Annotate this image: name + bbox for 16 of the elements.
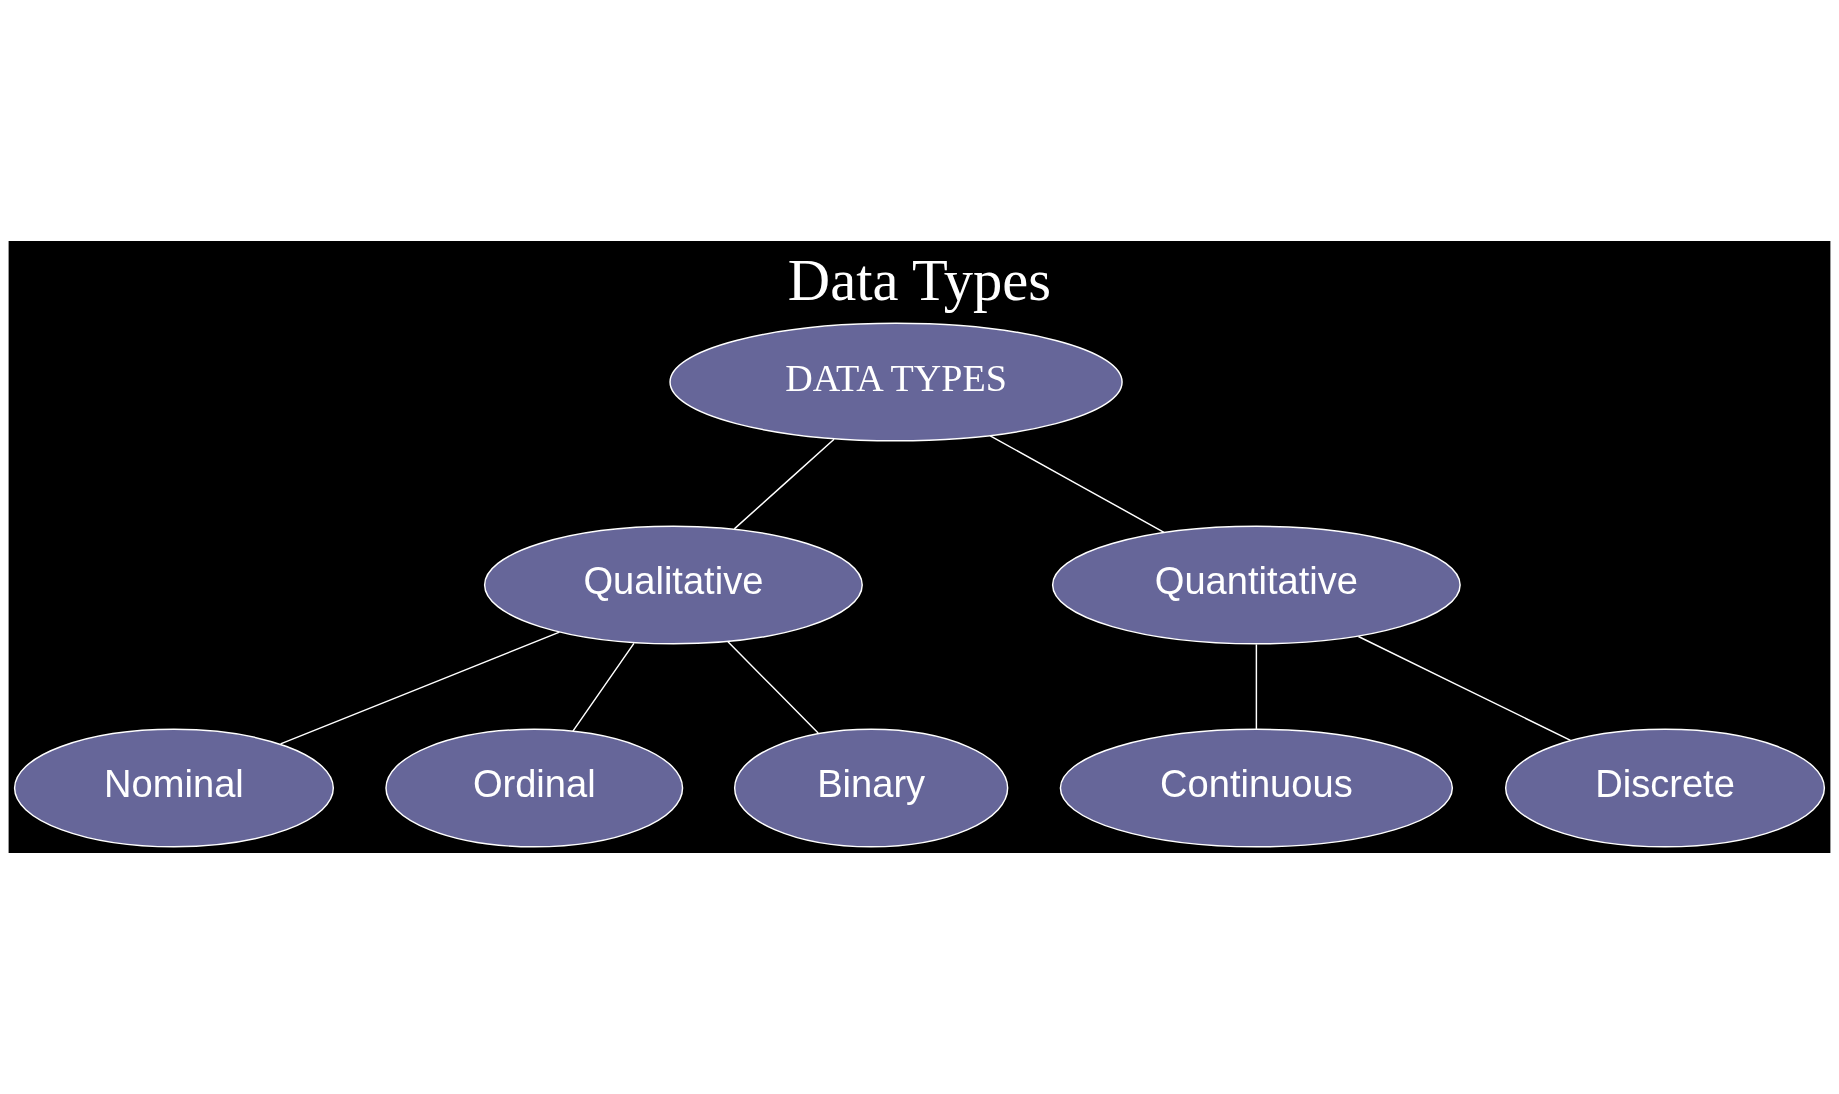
node-ellipse: Binary <box>733 728 1009 848</box>
node-ellipse: Quantitative <box>1051 525 1461 645</box>
connector <box>1255 643 1258 730</box>
node-ellipse: Nominal <box>13 728 335 848</box>
connector <box>989 435 1165 534</box>
connector <box>572 642 635 732</box>
node-ellipse: Discrete <box>1504 728 1826 848</box>
connector <box>279 631 561 745</box>
connector <box>727 641 819 734</box>
node-ellipse: Qualitative <box>483 525 863 645</box>
node-ellipse: Ordinal <box>385 728 684 848</box>
connector <box>1357 635 1572 742</box>
node-ellipse: DATA TYPES <box>669 322 1123 442</box>
diagram-title: Data Types <box>787 247 1052 313</box>
connector <box>733 438 835 530</box>
node-ellipse: Continuous <box>1059 728 1454 848</box>
